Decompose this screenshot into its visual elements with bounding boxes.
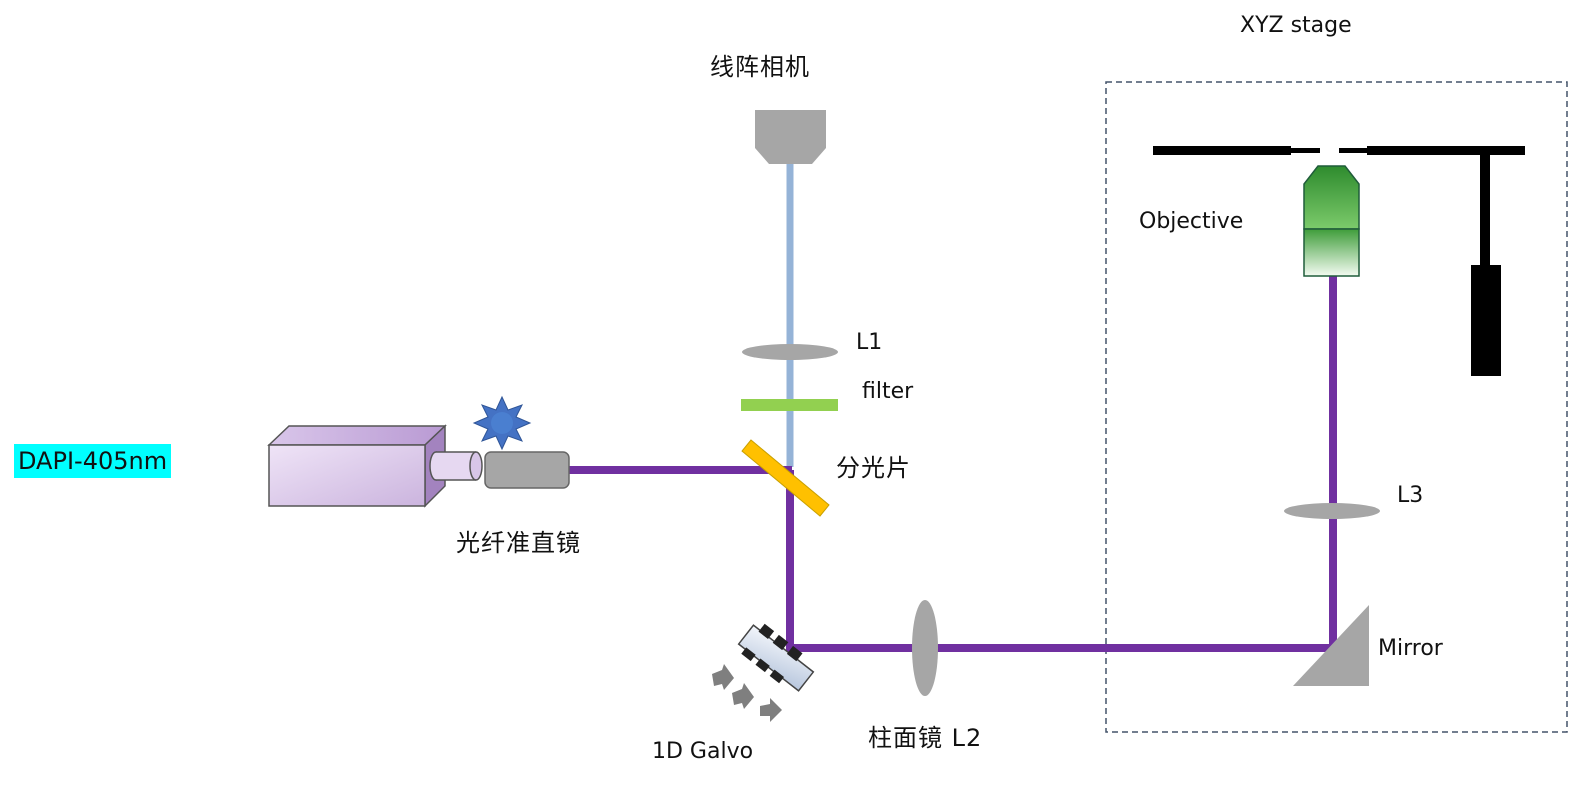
label-mirror: Mirror — [1378, 636, 1443, 661]
label-xyz-stage: XYZ stage — [1240, 13, 1352, 38]
label-galvo: 1D Galvo — [652, 739, 754, 764]
stage-holder — [1153, 146, 1525, 376]
filter — [741, 399, 838, 411]
xyz-stage-frame — [1105, 81, 1568, 733]
mirror — [1293, 605, 1369, 686]
label-l1: L1 — [856, 330, 883, 355]
label-objective: Objective — [1139, 209, 1244, 234]
label-fiber-collimator: 光纤准直镜 — [456, 529, 581, 557]
label-beam-splitter: 分光片 — [836, 454, 911, 482]
starburst-led-icon — [472, 395, 532, 451]
label-l3: L3 — [1397, 483, 1424, 508]
laser-box-icon — [267, 424, 483, 508]
beam-splitter — [741, 439, 830, 517]
label-filter: filter — [862, 379, 914, 404]
lens-l3 — [1284, 503, 1380, 519]
line-camera — [755, 110, 826, 164]
galvo-scan-arrows — [712, 664, 782, 722]
microscope-objective-icon — [1303, 165, 1360, 277]
label-cylindrical-lens-l2: 柱面镜 L2 — [868, 724, 983, 752]
fiber-collimator — [484, 451, 570, 489]
label-light-source: DAPI-405nm — [14, 444, 172, 478]
label-line-camera: 线阵相机 — [710, 53, 810, 81]
lens-l1 — [742, 344, 838, 360]
galvo-mirror-icon — [737, 623, 815, 692]
cylindrical-lens-l2 — [912, 600, 938, 696]
